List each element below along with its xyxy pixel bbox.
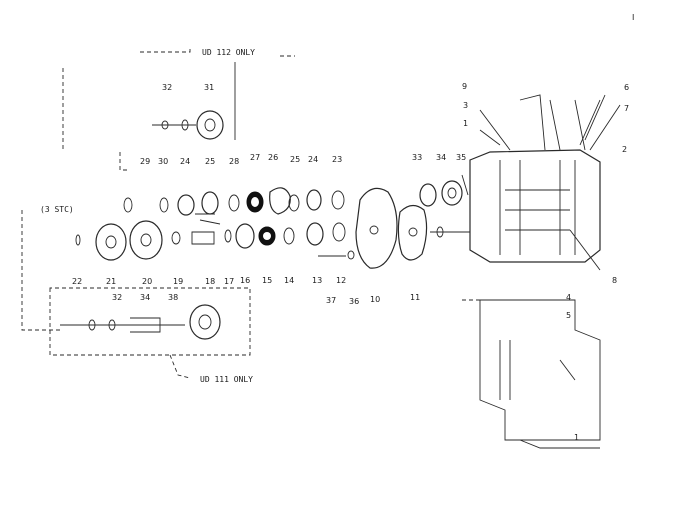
left-guide-lines xyxy=(21,68,64,331)
callout-18: 18 xyxy=(205,277,215,286)
callout-22: 22 xyxy=(72,277,82,286)
callout-37: 37 xyxy=(326,296,336,305)
part-26-cam xyxy=(269,187,291,215)
top-inset-note: UD 112 ONLY xyxy=(202,48,255,57)
callout-17: 17 xyxy=(224,277,234,286)
part-18 xyxy=(191,231,215,245)
callout-6: 6 xyxy=(624,83,629,92)
callout-32: 32 xyxy=(162,83,172,92)
callout-1-b: 1 xyxy=(574,433,579,442)
lower-housing: 4 5 1 xyxy=(462,293,601,449)
part-20-disc xyxy=(129,220,163,260)
part-28 xyxy=(228,194,240,212)
part-25b xyxy=(288,194,300,212)
part-29 xyxy=(123,197,133,213)
callout-27: 27 xyxy=(250,153,260,162)
gear-housing: 9 3 1 6 7 2 8 xyxy=(462,82,629,285)
callout-14: 14 xyxy=(284,276,294,285)
callout-24-b: 24 xyxy=(308,155,318,164)
part-24a xyxy=(177,194,195,216)
callout-5: 5 xyxy=(566,311,571,320)
callout-32-b: 32 xyxy=(112,293,122,302)
callout-21: 21 xyxy=(106,277,116,286)
callout-11: 11 xyxy=(410,293,420,302)
callout-34: 34 xyxy=(436,153,446,162)
callout-8: 8 xyxy=(612,276,617,285)
callout-33: 33 xyxy=(412,153,422,162)
callout-24: 24 xyxy=(180,157,190,166)
callout-12: 12 xyxy=(336,276,346,285)
part-14 xyxy=(283,227,295,245)
part-12 xyxy=(332,222,346,242)
part-16 xyxy=(235,223,255,249)
callout-7: 7 xyxy=(624,104,629,113)
part-11-plate xyxy=(397,204,428,261)
callout-29: 29 xyxy=(140,157,150,166)
callout-36: 36 xyxy=(349,297,359,306)
callout-26: 26 xyxy=(268,153,278,162)
callout-35: 35 xyxy=(456,153,466,162)
part-24b xyxy=(306,189,322,211)
left-tag: (3 STC) xyxy=(40,205,74,214)
callout-13: 13 xyxy=(312,276,322,285)
part-19 xyxy=(171,231,181,245)
part-10-plate xyxy=(355,187,398,269)
lower-parts-row: 22 21 20 19 18 17 16 15 14 13 12 37 36 1… xyxy=(72,187,470,306)
callout-4: 4 xyxy=(566,293,571,302)
part-13 xyxy=(306,222,324,246)
callout-9: 9 xyxy=(462,82,467,91)
callout-31: 31 xyxy=(204,83,214,92)
part-34 xyxy=(441,180,463,206)
callout-19: 19 xyxy=(173,277,183,286)
part-32-screw xyxy=(161,120,169,130)
callout-30: 30 xyxy=(158,157,168,166)
callout-1: 1 xyxy=(463,119,468,128)
callout-2: 2 xyxy=(622,145,627,154)
bottom-inset-box: UD 111 ONLY 32 34 38 xyxy=(49,287,253,384)
callout-34-b: 34 xyxy=(140,293,150,302)
part-31-pulley xyxy=(196,110,224,140)
bottom-inset-note: UD 111 ONLY xyxy=(200,375,253,384)
part-17 xyxy=(224,229,232,243)
callout-10: 10 xyxy=(370,295,380,304)
callout-3: 3 xyxy=(463,101,468,110)
callout-23: 23 xyxy=(332,155,342,164)
part-21-disc xyxy=(95,223,127,261)
callout-16: 16 xyxy=(240,276,250,285)
part-25a xyxy=(201,191,219,215)
part-23 xyxy=(331,190,345,210)
callout-25-b: 25 xyxy=(290,155,300,164)
upper-parts-row: 29 30 24 25 28 27 26 25 24 23 xyxy=(119,152,345,225)
part-36 xyxy=(347,250,355,260)
part-33 xyxy=(419,183,437,207)
top-inset-box: UD 112 ONLY 32 31 xyxy=(140,46,295,140)
callout-28: 28 xyxy=(229,157,239,166)
part-38-pulley xyxy=(189,304,221,340)
callout-20: 20 xyxy=(142,277,152,286)
callout-38: 38 xyxy=(168,293,178,302)
part-22 xyxy=(75,234,81,246)
callout-15: 15 xyxy=(262,276,272,285)
callout-25: 25 xyxy=(205,157,215,166)
part-30 xyxy=(159,197,169,213)
right-upper-parts: 33 34 35 xyxy=(412,153,469,207)
corner-mark: I xyxy=(632,13,634,22)
